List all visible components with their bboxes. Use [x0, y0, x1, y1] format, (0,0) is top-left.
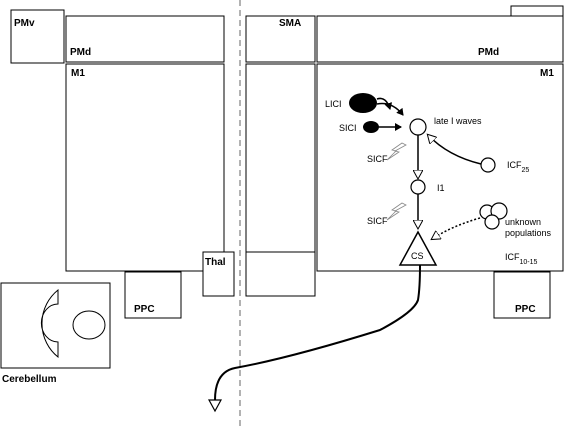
pmv-label: PMv: [14, 18, 35, 29]
unknown-to-cs-projection: [432, 217, 481, 239]
sicf-label-upper: SICF: [367, 154, 388, 164]
pmd-label-left: PMd: [70, 47, 91, 58]
cs-neuron: [398, 230, 438, 266]
unknown-neuron-2: [490, 202, 508, 220]
icf25-neuron: [480, 157, 496, 173]
i1-neuron: [410, 179, 426, 195]
late-i-wave-neuron: [409, 118, 427, 136]
pmd-box-right: [316, 15, 564, 63]
thal-label: Thal: [205, 257, 226, 268]
icf1015-label-sub: 10-15: [520, 259, 538, 266]
corticospinal-output: [214, 264, 421, 401]
corticospinal-arrowhead: [207, 399, 223, 413]
cerebellum-c-shape: [40, 288, 59, 359]
pmd-label-right: PMd: [478, 47, 499, 58]
lici-projection-lower: [376, 102, 404, 116]
unknown-neuron-3: [484, 214, 500, 230]
icf25-label-base: ICF: [507, 160, 522, 170]
unknown-label-line2: populations: [505, 228, 552, 238]
ppc-box-right: [493, 271, 551, 319]
icf1015-label: ICF10-15: [505, 252, 538, 266]
icf1015-label-base: ICF: [505, 252, 520, 262]
lici-neuron: [349, 93, 377, 113]
i1-label: I1: [437, 183, 445, 193]
unknown-label-line1: unknown: [505, 217, 541, 227]
sici-neuron: [363, 121, 379, 133]
late-i-waves-label: late I waves: [434, 116, 482, 126]
sicf-label-lower: SICF: [367, 216, 388, 226]
m1-box-left: [65, 63, 225, 272]
icf25-label-sub: 25: [522, 167, 530, 174]
sma-lower-box: [245, 63, 316, 272]
cs-label: CS: [411, 251, 424, 261]
lici-projection-upper: [376, 97, 393, 110]
cerebellum-label: Cerebellum: [2, 374, 57, 385]
cerebellum-oval: [72, 310, 106, 340]
sicf-lightning-upper: [386, 142, 407, 161]
ppc-label-left: PPC: [134, 304, 155, 315]
m1-label-right: M1: [540, 68, 554, 79]
ppc-label-right: PPC: [515, 304, 536, 315]
m1-label-left: M1: [71, 68, 85, 79]
sicf-lightning-lower: [386, 202, 407, 221]
sma-label: SMA: [279, 18, 301, 29]
thal-box: [202, 251, 235, 297]
icf25-projection: [428, 135, 482, 165]
lici-label: LICI: [325, 99, 342, 109]
pmd-box-left: [65, 15, 225, 63]
unknown-populations-label: unknown populations: [505, 217, 552, 238]
pmv-box-left: [10, 9, 65, 64]
icf25-label: ICF25: [507, 160, 529, 174]
thal-adjacent-box: [245, 251, 316, 297]
ppc-box-left: [124, 271, 182, 319]
sici-label: SICI: [339, 123, 357, 133]
sma-box: [245, 15, 316, 63]
